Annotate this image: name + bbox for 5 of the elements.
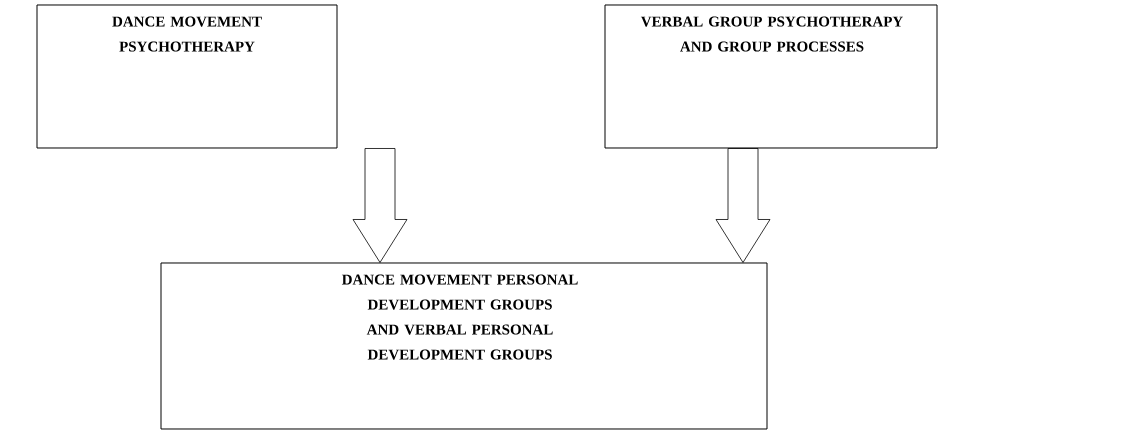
text-box: DANCE MOVEMENT PERSONAL DEVELOPMENT GROUPS AND VERBAL PERSONAL DEVELOPMENT GROUPS xyxy=(160,262,768,430)
text-box: VERBAL GROUP PSYCHOTHERAPY AND GROUP PROCESSES xyxy=(604,4,938,149)
text-box: DANCE MOVEMENT PSYCHOTHERAPY xyxy=(36,4,338,149)
block-arrow xyxy=(352,148,408,263)
block-arrow xyxy=(715,148,771,263)
